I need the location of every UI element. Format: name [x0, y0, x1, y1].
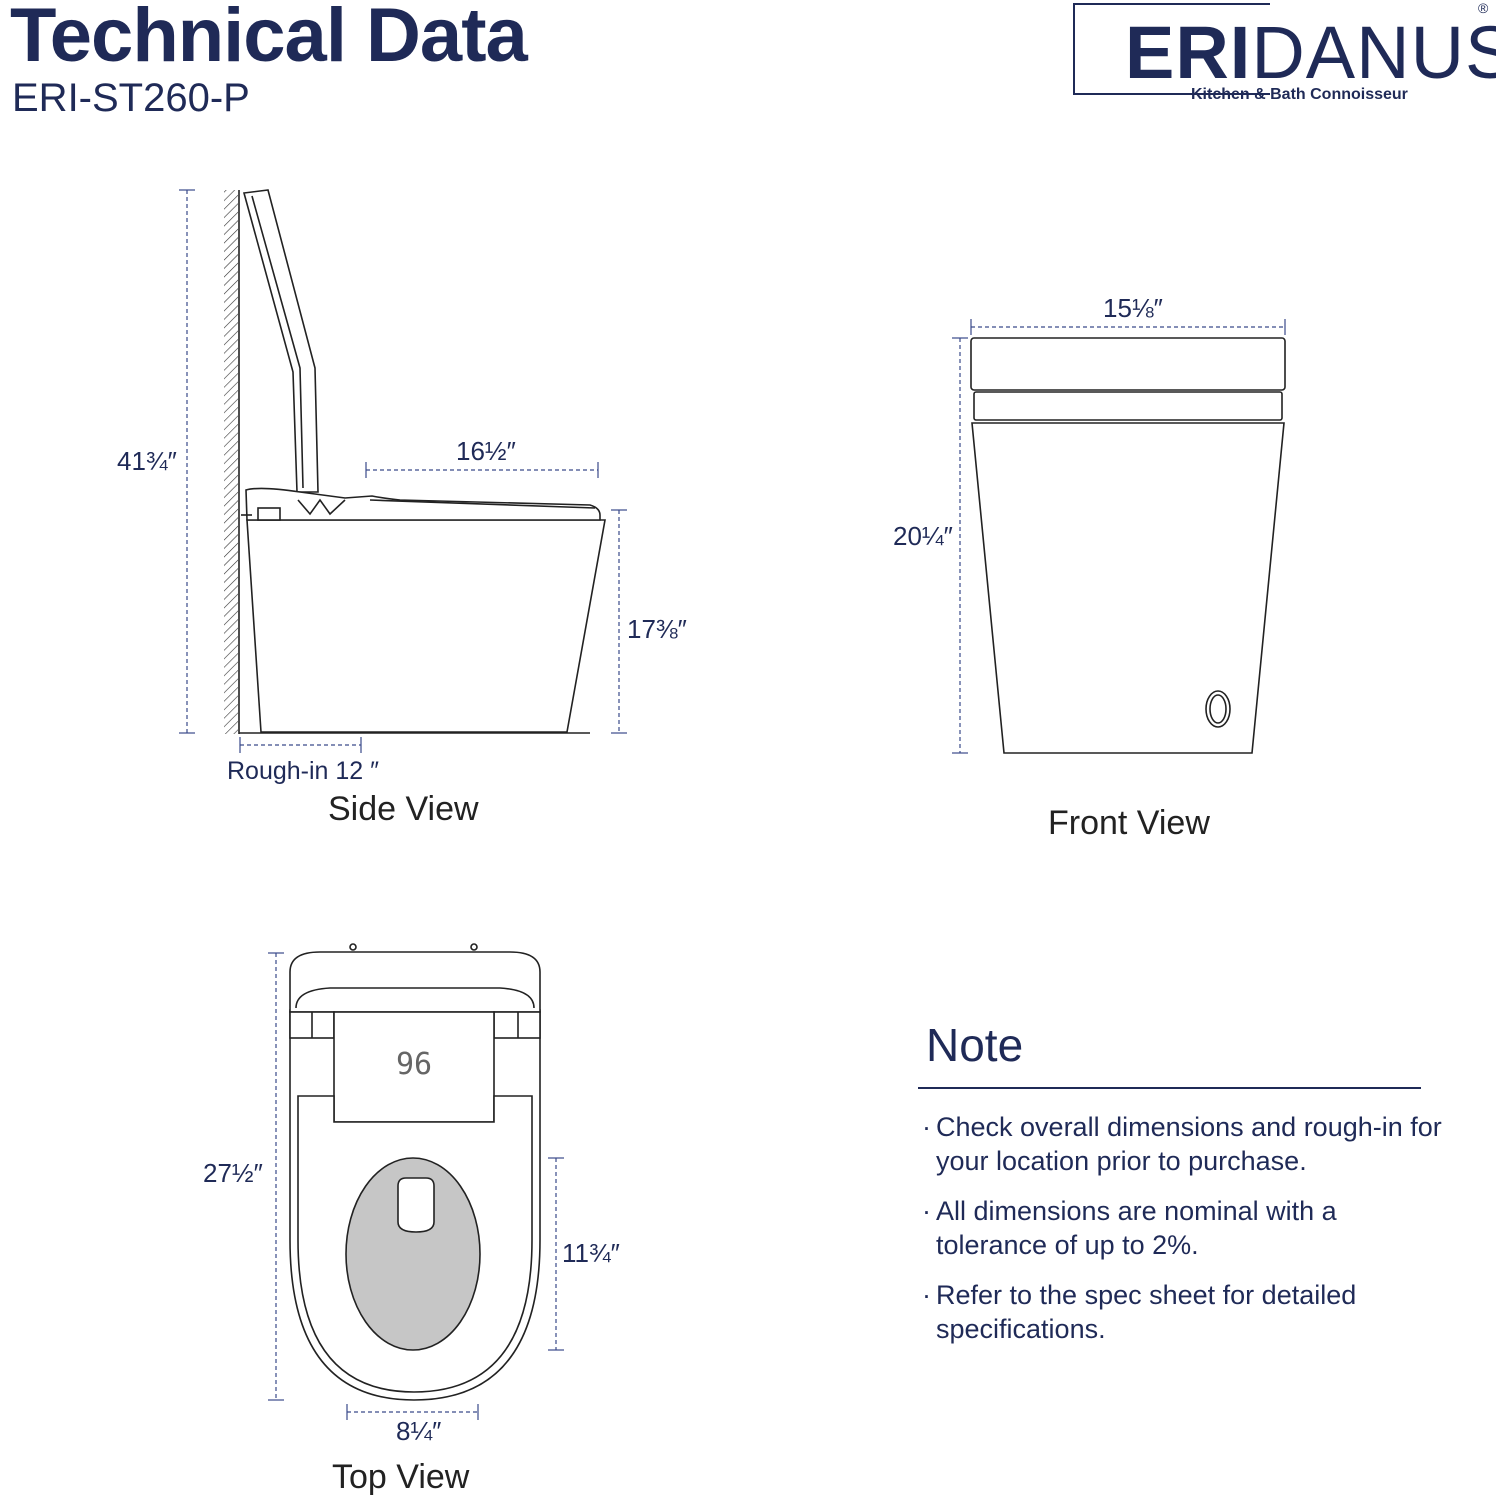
- bullet-icon: ·: [922, 1196, 931, 1226]
- registered-mark: ®: [1478, 0, 1489, 16]
- dim-front-width: 15⅛″: [1103, 293, 1163, 323]
- note-item: ·Check overall dimensions and rough-in f…: [922, 1110, 1442, 1178]
- logo-frame: [1073, 3, 1270, 95]
- display-readout: 96: [396, 1047, 432, 1082]
- lid-inner: [251, 195, 304, 489]
- brand-logo: ERIDANUS: [1125, 10, 1496, 95]
- controls-detail: [297, 498, 346, 516]
- note-item: ·All dimensions are nominal with a toler…: [922, 1194, 1442, 1262]
- note-item-text: Check overall dimensions and rough-in fo…: [936, 1112, 1442, 1176]
- dim-seat-opening: 11¾″: [562, 1238, 620, 1268]
- front-view-label: Front View: [1048, 804, 1210, 842]
- note-divider: [918, 1087, 1421, 1089]
- note-list: ·Check overall dimensions and rough-in f…: [922, 1110, 1442, 1362]
- bowl-body: [246, 519, 606, 733]
- lid: [242, 189, 319, 493]
- brand-logo-light: DANUS: [1251, 11, 1496, 94]
- side-view-drawing: [224, 189, 606, 734]
- dim-total-height: 41¾″: [117, 446, 177, 476]
- front-body: [971, 422, 1285, 754]
- dim-front-height: 20¼″: [893, 521, 953, 551]
- dim-bottom-width: 8¼″: [396, 1416, 442, 1446]
- front-seat-band: [973, 391, 1283, 421]
- note-item-text: Refer to the spec sheet for detailed spe…: [936, 1280, 1357, 1344]
- nozzle: [397, 1177, 435, 1233]
- dim-top-length: 27½″: [203, 1158, 263, 1188]
- note-item: ·Refer to the spec sheet for detailed sp…: [922, 1278, 1442, 1346]
- front-lid: [970, 337, 1286, 391]
- note-item-text: All dimensions are nominal with a tolera…: [936, 1196, 1337, 1260]
- control-panel: [257, 507, 281, 521]
- side-dimensions: [179, 189, 627, 753]
- seat-top: [245, 487, 601, 521]
- front-dimensions: [952, 319, 1286, 754]
- top-dimensions: [268, 952, 564, 1420]
- bullet-icon: ·: [922, 1112, 931, 1142]
- dim-seat-length: 16½″: [456, 436, 516, 466]
- note-title: Note: [926, 1019, 1024, 1071]
- seat-line: [369, 499, 596, 509]
- front-view-drawing: [970, 337, 1286, 754]
- bullet-icon: ·: [922, 1280, 931, 1310]
- brand-tagline: Kitchen & Bath Connoisseur: [1191, 86, 1408, 103]
- seat-opening: [345, 1157, 481, 1351]
- dim-rough-in: Rough-in 12 ″: [227, 757, 380, 785]
- model-number: ERI-ST260-P: [12, 76, 250, 120]
- hinge-right: [493, 1011, 541, 1039]
- top-view-drawing: [289, 943, 541, 1401]
- top-view-label: Top View: [332, 1458, 470, 1496]
- side-view-label: Side View: [328, 790, 479, 828]
- page-title: Technical Data: [10, 0, 528, 78]
- wall-hatch: [224, 190, 238, 734]
- dim-seat-height: 17⅜″: [627, 614, 687, 644]
- brand-logo-bold: ERI: [1125, 11, 1252, 94]
